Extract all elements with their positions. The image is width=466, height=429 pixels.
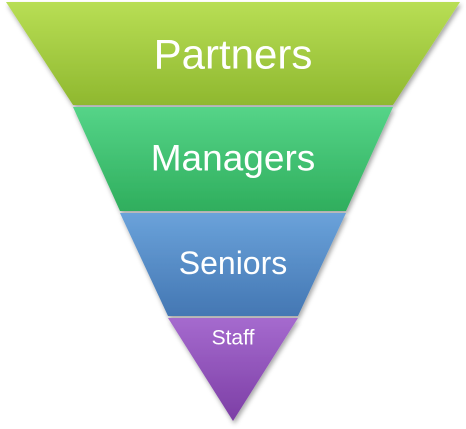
tier-seniors-band	[120, 213, 346, 316]
tier-staff-band	[168, 318, 298, 421]
tier-seniors-label: Seniors	[179, 245, 288, 281]
tier-managers-band	[73, 107, 393, 211]
tier-partners: Partners	[6, 2, 460, 105]
tier-managers-label: Managers	[151, 138, 316, 179]
tier-staff: Staff	[168, 318, 298, 421]
tier-partners-label: Partners	[154, 31, 313, 78]
tier-seniors: Seniors	[120, 213, 346, 316]
tier-partners-band	[6, 2, 460, 105]
tier-managers: Managers	[73, 107, 393, 211]
tier-staff-label: Staff	[212, 327, 255, 350]
